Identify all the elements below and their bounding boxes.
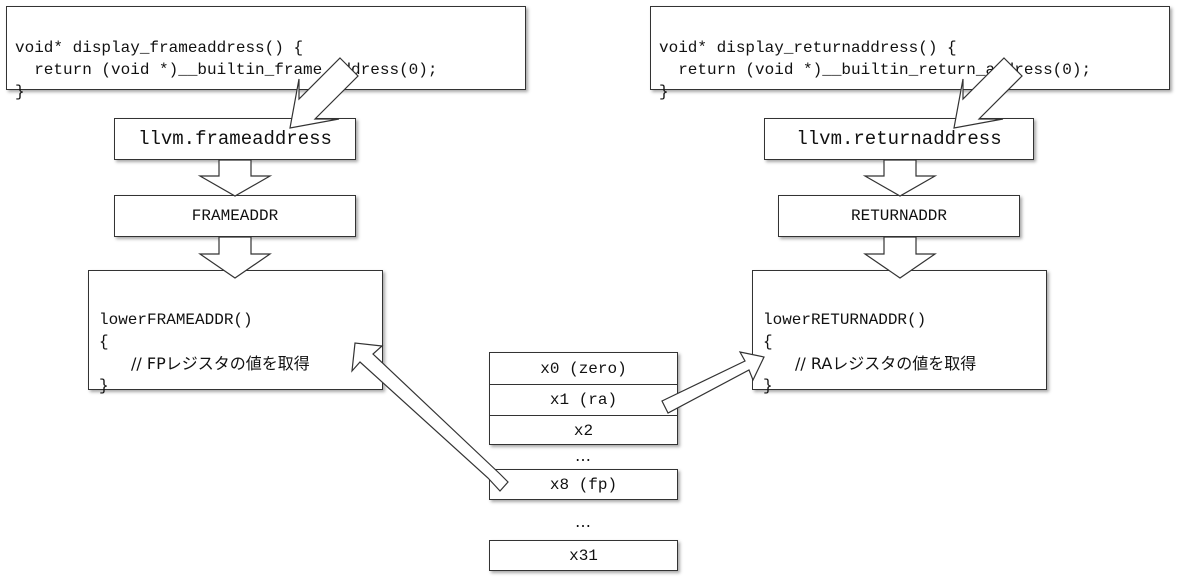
returnaddress-intrinsic-box: llvm.returnaddress <box>764 118 1034 160</box>
down-arrow-icon <box>863 236 937 279</box>
function-comment: // RAレジスタの値を取得 <box>795 354 977 373</box>
register-label: x31 <box>569 546 598 565</box>
code-line: } <box>659 83 669 101</box>
register-label: x0 (zero) <box>540 359 627 378</box>
down-arrow-icon <box>862 159 938 197</box>
function-open-brace: { <box>99 333 109 351</box>
isd-node-label: FRAMEADDR <box>191 207 279 225</box>
code-line: return (void *)__builtin_frame_address(0… <box>15 61 438 79</box>
register-x2: x2 <box>490 415 677 445</box>
register-x8-fp: x8 (fp) <box>489 469 678 500</box>
register-label: x8 (fp) <box>549 475 618 494</box>
isd-node-label: RETURNADDR <box>850 207 947 225</box>
register-x31: x31 <box>489 540 678 571</box>
register-label: x2 <box>573 421 594 440</box>
frameaddress-code-box: void* display_frameaddress() { return (v… <box>6 6 526 101</box>
diagonal-arrow-icon <box>953 57 1023 129</box>
code-line: void* display_frameaddress() { <box>15 39 304 57</box>
long-arrow-icon <box>661 351 765 414</box>
register-label: x1 (ra) <box>549 391 618 409</box>
function-close-brace: } <box>99 377 109 395</box>
lowerreturnaddr-function-box: lowerRETURNADDR() { // RAレジスタの値を取得} <box>752 270 1047 395</box>
long-arrow-icon <box>351 342 509 492</box>
function-name: lowerFRAMEADDR() <box>99 311 253 329</box>
intrinsic-label: llvm.returnaddress <box>796 128 1002 150</box>
register-ellipsis: … <box>575 512 591 531</box>
intrinsic-label: llvm.frameaddress <box>138 128 332 150</box>
register-x1: x1 (ra) <box>490 384 677 415</box>
code-line: void* display_returnaddress() { <box>659 39 957 57</box>
register-block-top: x0 (zero) x1 (ra) x2 <box>489 352 678 445</box>
returnaddr-node-box: RETURNADDR <box>778 195 1020 237</box>
register-ellipsis: … <box>575 446 591 465</box>
function-close-brace: } <box>763 377 773 395</box>
diagonal-arrow-icon <box>289 57 359 129</box>
function-name: lowerRETURNADDR() <box>763 311 927 329</box>
code-line: } <box>15 83 25 101</box>
function-open-brace: { <box>763 333 773 351</box>
register-x0: x0 (zero) <box>490 353 677 384</box>
lowerframeaddr-function-box: lowerFRAMEADDR() { // FPレジスタの値を取得} <box>88 270 383 395</box>
down-arrow-icon <box>197 159 273 197</box>
function-comment: // FPレジスタの値を取得 <box>131 354 310 373</box>
down-arrow-icon <box>198 236 272 279</box>
